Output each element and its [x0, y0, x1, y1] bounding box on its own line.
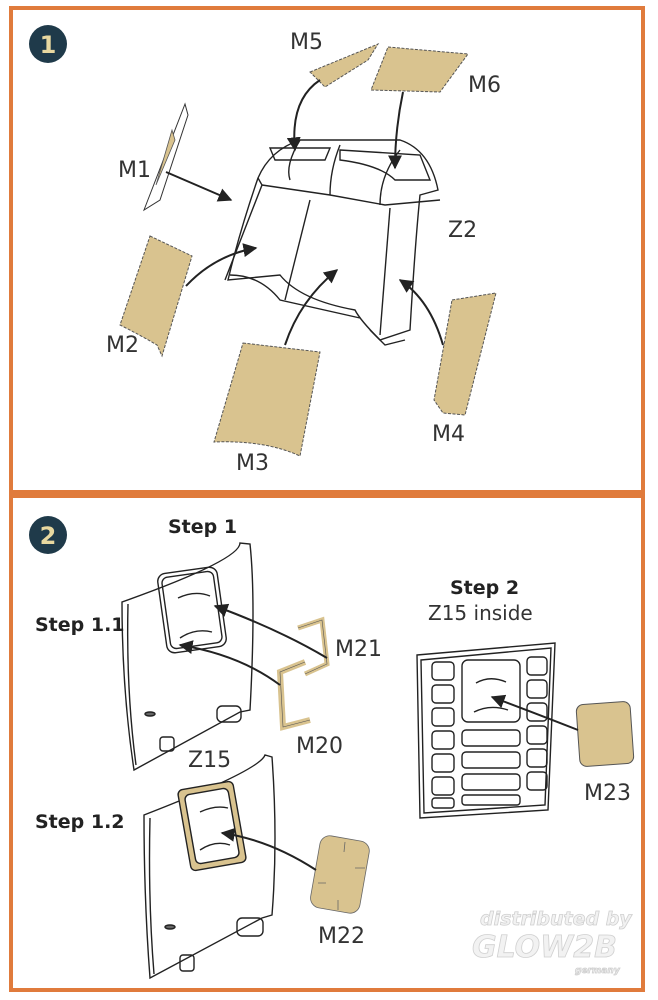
- label-m3: M3: [236, 451, 269, 476]
- step-1-2-label: Step 1.2: [35, 811, 125, 833]
- door-z15-inside: [416, 642, 556, 819]
- mask-m3: [213, 342, 321, 457]
- door-z15-step-1-2: [143, 754, 276, 980]
- arrow-m22: [220, 827, 317, 871]
- label-z2: Z2: [448, 218, 477, 243]
- mask-m21-outline: [297, 619, 328, 675]
- step-1-1-label: Step 1.1: [35, 614, 125, 636]
- label-m5: M5: [290, 30, 323, 55]
- mask-m1: [142, 102, 189, 212]
- label-m20: M20: [296, 734, 343, 759]
- arrow-m5: [286, 79, 321, 152]
- step-badge-1: 1: [29, 25, 67, 63]
- label-m1: M1: [118, 158, 151, 183]
- arrow-m4: [398, 279, 444, 346]
- label-z15: Z15: [188, 748, 231, 773]
- arrow-m2: [185, 243, 258, 287]
- step-badge-2-number: 2: [40, 522, 57, 550]
- label-m6: M6: [468, 73, 501, 98]
- step-1-panel: [9, 6, 645, 494]
- label-m21: M21: [335, 637, 382, 662]
- step-badge-1-number: 1: [40, 31, 57, 59]
- label-m2: M2: [106, 333, 139, 358]
- step-2-title: Step 2: [450, 577, 519, 599]
- step-1-title: Step 1: [168, 516, 237, 538]
- mask-m22: [310, 835, 370, 914]
- arrow-m3: [284, 269, 339, 346]
- canopy-z2: [224, 139, 441, 346]
- mask-m2: [119, 235, 193, 358]
- mask-m20-outline: [279, 661, 311, 728]
- door-z15-step-1-1: [121, 542, 254, 772]
- mask-m4: [433, 292, 497, 416]
- arrow-m6: [388, 91, 404, 170]
- label-m22: M22: [318, 924, 365, 949]
- arrow-m23: [490, 694, 579, 731]
- arrow-m20: [178, 640, 281, 686]
- mask-m6: [370, 46, 469, 93]
- distributor-watermark: distributed by GLOW2B germany: [472, 908, 634, 977]
- watermark-line3: germany: [575, 966, 621, 976]
- label-m4: M4: [432, 422, 465, 447]
- arrow-m21: [213, 603, 328, 659]
- watermark-line1: distributed by: [480, 908, 633, 930]
- watermark-logo: GLOW2B: [472, 930, 617, 965]
- mask-m23: [575, 701, 635, 767]
- step-2-subtitle: Z15 inside: [428, 601, 533, 625]
- mask-m5: [309, 42, 380, 88]
- arrow-m1: [165, 171, 233, 202]
- step-badge-2: 2: [29, 516, 67, 554]
- label-m23: M23: [584, 781, 631, 806]
